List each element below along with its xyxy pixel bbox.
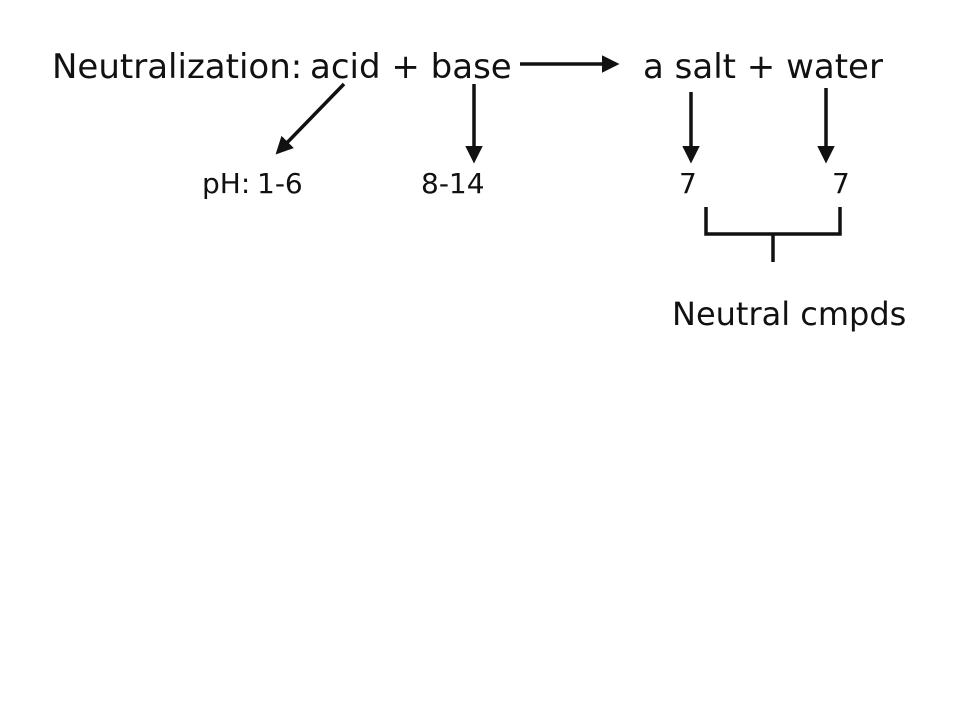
- ph-salt-value: 7: [679, 167, 697, 200]
- neutral-compounds-label: Neutral cmpds: [672, 295, 907, 333]
- ph-water-value: 7: [832, 167, 850, 200]
- acid-arrow: [275, 82, 346, 155]
- ph-label: pH:: [202, 167, 251, 200]
- equation-reactants: acid + base: [310, 47, 512, 87]
- ph-base-value: 8-14: [421, 167, 485, 200]
- ph-acid-value: 1-6: [257, 167, 303, 200]
- equation-prefix: Neutralization:: [52, 47, 303, 87]
- neutral-bracket: [704, 207, 842, 236]
- equation-products: a salt + water: [643, 47, 883, 87]
